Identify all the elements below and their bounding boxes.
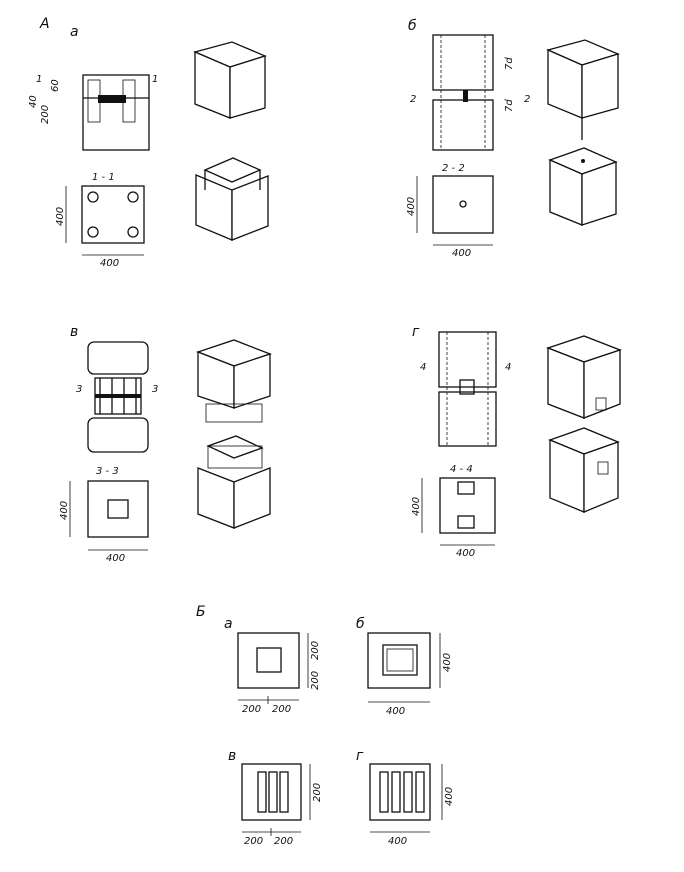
joint-g-elevation — [438, 331, 497, 447]
joint-b-section-title: 2 - 2 — [442, 163, 465, 174]
joint-b-letter: б — [408, 18, 417, 34]
joint-a-letter: а — [70, 24, 79, 40]
joint-b-mark-left: 2 — [410, 94, 416, 105]
section-b-b-dim-h: 400 — [386, 706, 405, 717]
panel-a-letter: А — [39, 16, 50, 32]
joint-a-dim-v: 400 — [55, 207, 66, 226]
section-b-v-letter: в — [228, 748, 236, 764]
section-b-g-letter: г — [356, 748, 364, 764]
joint-g-mark-right: 4 — [505, 362, 511, 373]
joint-v-elevation — [87, 341, 149, 453]
joint-g-dim-v: 400 — [411, 497, 422, 516]
joint-b-dim-7d-a: 7d — [504, 57, 515, 70]
section-b-a-dim-h2: 200 — [272, 704, 291, 715]
joint-v-isometric — [196, 339, 272, 529]
section-b-a-letter: а — [224, 616, 233, 632]
section-b-b-letter: б — [356, 616, 365, 632]
joint-b-dim-h: 400 — [452, 248, 471, 259]
joint-a-dim-h: 400 — [100, 258, 119, 269]
joint-v: в 3 3 3 - 3 400 400 — [59, 324, 272, 564]
joint-g-letter: г — [412, 324, 420, 340]
section-b-g-dim-h: 400 — [388, 836, 407, 847]
joint-b-dim-7d-b: 7d — [504, 99, 515, 112]
joint-a-elevation — [82, 74, 150, 151]
section-b-a-dim-v2: 200 — [310, 671, 321, 690]
joint-a-dim-200: 200 — [40, 105, 51, 124]
joint-a-section-title: 1 - 1 — [92, 172, 115, 183]
joint-a-section — [81, 185, 145, 244]
joint-a-mark-left: 1 — [36, 74, 42, 85]
joint-g-dim-h: 400 — [456, 548, 475, 559]
joint-a-dim-40: 40 — [28, 95, 39, 108]
joint-b: б 2 2 7d 7d 2 - 2 400 400 — [406, 18, 620, 259]
joint-g-mark-left: 4 — [420, 362, 426, 373]
joint-b-mark-right: 2 — [524, 94, 530, 105]
section-b-v: в 200 200 200 — [228, 748, 323, 847]
section-b-v-dim-h1: 200 — [244, 836, 263, 847]
joint-g-isometric — [546, 335, 622, 513]
joint-b-elevation — [432, 34, 494, 151]
joint-v-dim-v: 400 — [59, 501, 70, 520]
section-b-a-dim-h1: 200 — [242, 704, 261, 715]
joint-v-mark-left: 3 — [76, 384, 82, 395]
joint-v-letter: в — [70, 324, 78, 340]
joint-b-isometric — [546, 39, 620, 226]
section-b-g-dim-v: 400 — [444, 787, 455, 806]
joint-a-isometric — [193, 41, 269, 241]
joint-g-section-title: 4 - 4 — [450, 464, 473, 475]
joint-g-section — [439, 477, 496, 534]
joint-a-dim-60: 60 — [50, 79, 61, 92]
joint-v-dim-h: 400 — [106, 553, 125, 564]
section-b-b: б 400 400 — [356, 616, 453, 717]
joint-a: а 1 1 60 40 200 1 - 1 400 400 — [28, 24, 269, 269]
section-b-b-dim-v: 400 — [442, 653, 453, 672]
joint-g: г 4 4 4 - 4 400 400 — [411, 324, 622, 559]
section-b-a-dim-v1: 200 — [310, 641, 321, 660]
panel-b-letter: Б — [196, 604, 206, 620]
joint-b-dim-v: 400 — [406, 197, 417, 216]
section-b-g: г 400 400 — [356, 748, 455, 847]
joint-a-mark-right: 1 — [152, 74, 158, 85]
joint-v-section-title: 3 - 3 — [96, 466, 119, 477]
joint-b-section — [432, 175, 494, 234]
section-b-a: а 200 200 200 200 — [224, 616, 321, 715]
joint-v-section — [87, 480, 149, 538]
joint-v-mark-right: 3 — [152, 384, 158, 395]
section-b-v-dim-h2: 200 — [274, 836, 293, 847]
section-b-v-dim-v: 200 — [312, 783, 323, 802]
